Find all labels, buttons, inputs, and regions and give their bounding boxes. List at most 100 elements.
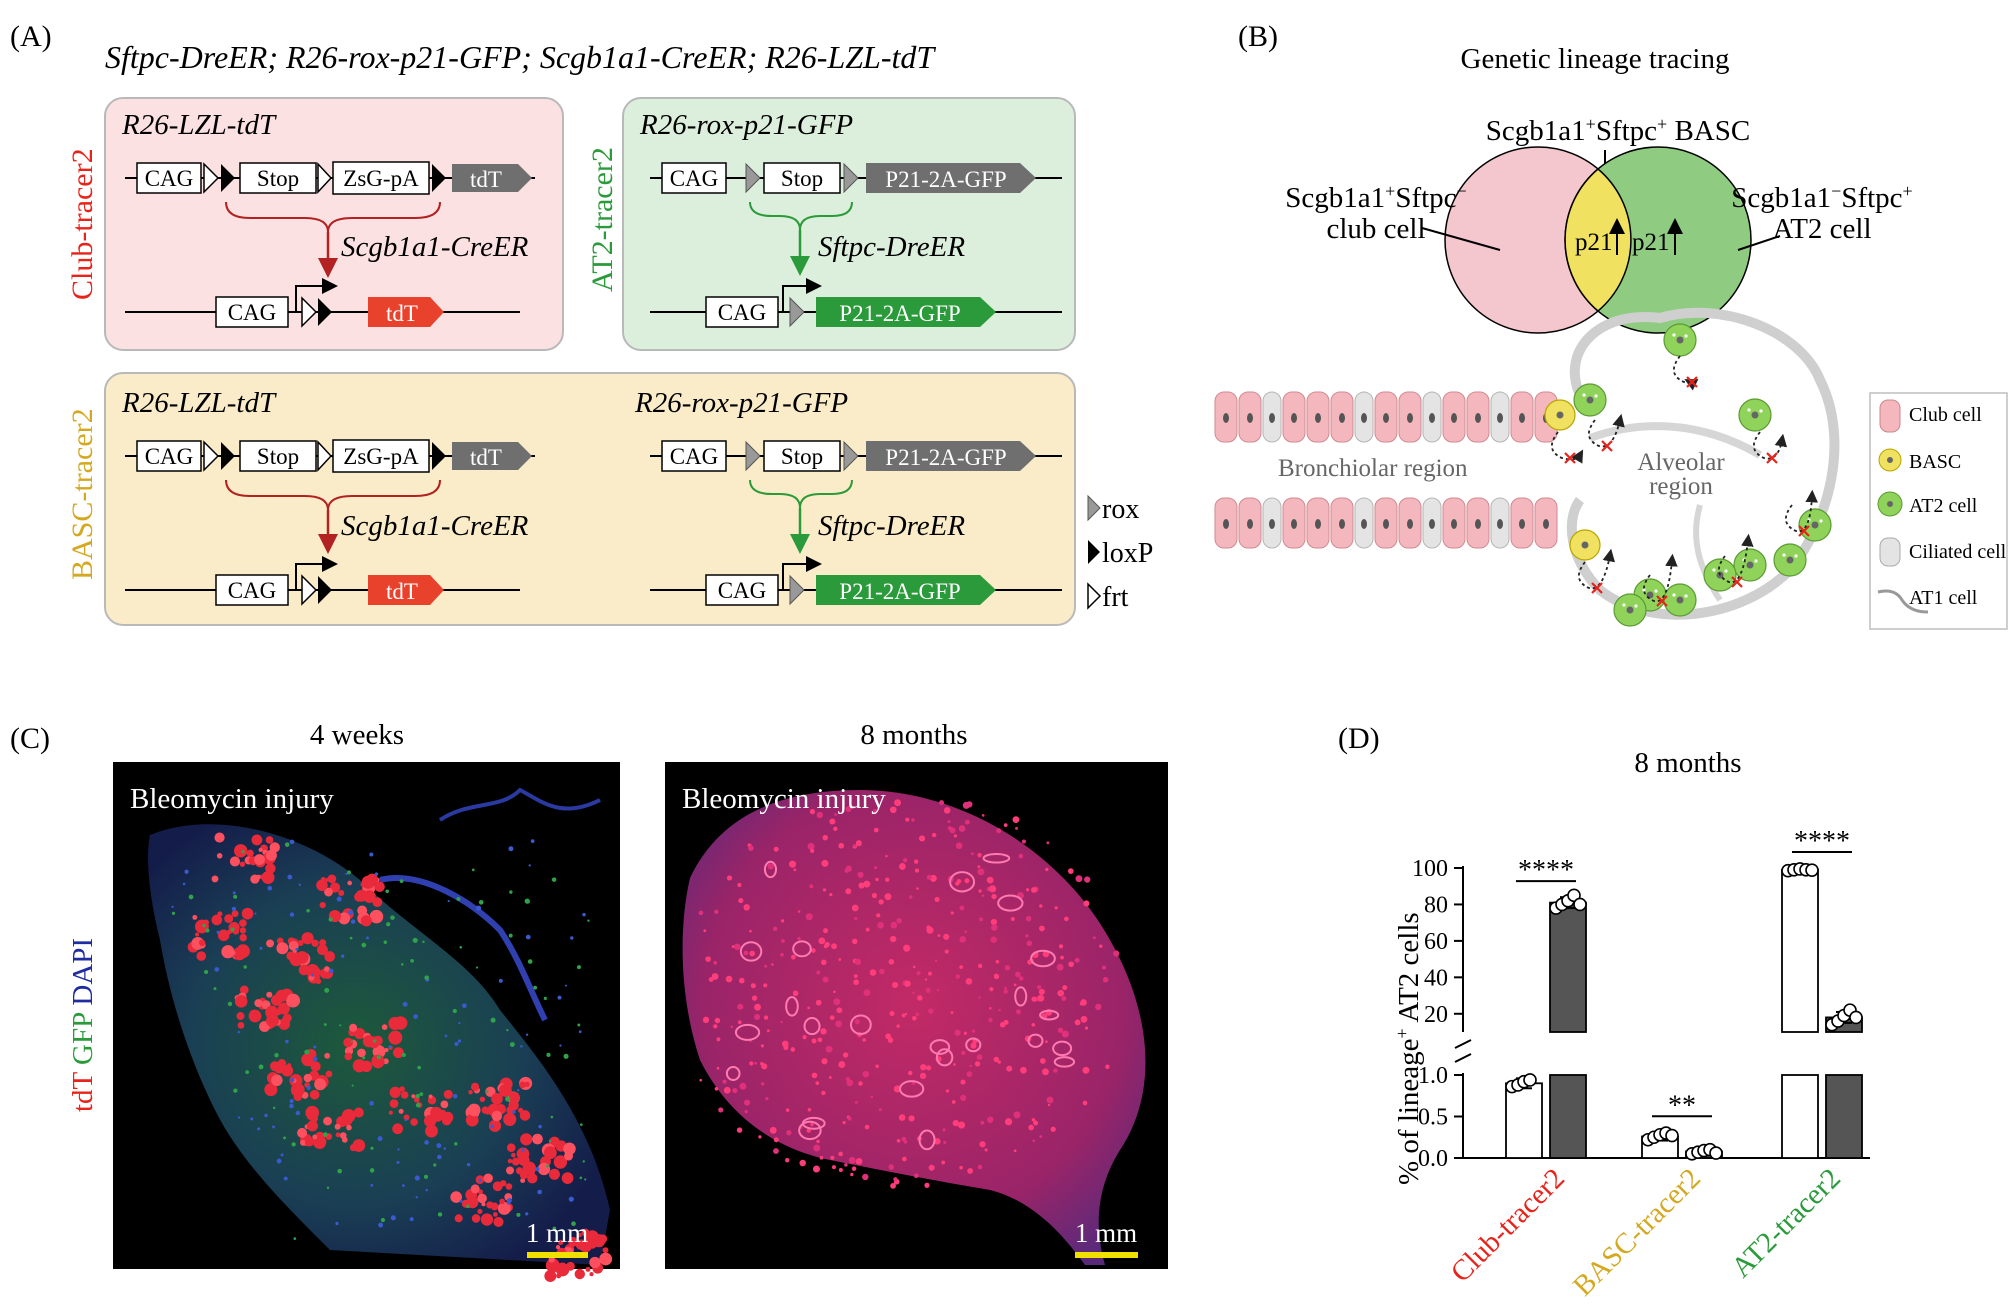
bar-chart: 204060801000.00.51.0****Club-tracer2**BA… <box>1412 826 1870 1302</box>
venn-diagram: p21 p21 <box>1444 146 1752 334</box>
significance-label: **** <box>1794 826 1850 857</box>
panel-a-label: (A) <box>10 20 52 53</box>
at2-venn-label: Scgb1a1−Sftpc+ <box>1731 181 1912 214</box>
basc-cag-1: CAG <box>145 444 194 469</box>
y-tick-label: 60 <box>1424 929 1448 955</box>
p21-basc: p21 <box>1575 229 1613 256</box>
blocked-differentiation-mark <box>1601 440 1613 452</box>
panel-b-title: Genetic lineage tracing <box>1461 43 1730 75</box>
blocked-differentiation-mark <box>1766 452 1778 464</box>
legend-rox: rox <box>1102 494 1139 525</box>
at2-cag-bottom: CAG <box>718 300 767 325</box>
blocked-differentiation-mark <box>1564 452 1576 464</box>
basc-tdt-bottom: tdT <box>386 579 418 604</box>
basc-gfp-top: P21-2A-GFP <box>885 445 1006 470</box>
basc-tracer2-box: BASC-tracer2 R26-LZL-tdT R26-rox-p21-GFP… <box>66 372 1076 626</box>
data-point <box>1523 1073 1537 1087</box>
legend-frt: frt <box>1102 582 1129 613</box>
basc-cre-label: Scgb1a1-CreER <box>341 510 529 542</box>
at2-tracer2-side-label: AT2-tracer2 <box>586 147 619 292</box>
data-point <box>1665 1128 1679 1143</box>
p21-at2: p21 <box>1632 229 1670 256</box>
basc-dre-label: Sftpc-DreER <box>818 510 965 542</box>
blocked-differentiation-mark <box>1798 525 1810 537</box>
at2-venn-label-2: AT2 cell <box>1772 213 1871 245</box>
blocked-differentiation-mark <box>1591 582 1603 594</box>
axis-break <box>1454 1039 1472 1063</box>
club-cre-label: Scgb1a1-CreER <box>341 231 529 263</box>
x-category-label: BASC-tracer2 <box>1567 1162 1707 1302</box>
basc-stop-1: Stop <box>257 444 299 469</box>
bar <box>1549 901 1587 1033</box>
recombinase-site-legend: rox loxP frt <box>1087 494 1153 613</box>
bar-lower-segment <box>1549 1074 1587 1159</box>
basc-stop-2: Stop <box>781 444 823 469</box>
basc-cag-3: CAG <box>670 444 719 469</box>
tdt-clusters-4-weeks <box>171 832 613 1282</box>
airway-schematic: Bronchiolar region Alveolar region <box>1214 307 1840 627</box>
scale-label-2: 1 mm <box>1075 1218 1137 1248</box>
alveolar-cells <box>1544 323 1832 627</box>
bronchiolar-epithelium-lower <box>1214 497 1558 549</box>
bar <box>1781 868 1819 1033</box>
basc-tracer2-side-label: BASC-tracer2 <box>66 408 99 580</box>
alveolar-region-label-2: region <box>1649 473 1713 500</box>
tdt-signal-8-months <box>698 799 1120 1189</box>
club-tdt-bottom: tdT <box>386 301 418 326</box>
club-venn-label-2: club cell <box>1326 213 1425 245</box>
y-tick-label: 20 <box>1424 1002 1448 1028</box>
basc-cag-2: CAG <box>228 578 277 603</box>
at2-cag-top: CAG <box>670 166 719 191</box>
blocked-differentiation-mark <box>1686 376 1698 388</box>
bar-lower-segment <box>1825 1074 1863 1159</box>
basc-venn-label: Scgb1a1+Sftpc+ BASC <box>1486 114 1750 147</box>
y-tick-label: 40 <box>1424 965 1448 991</box>
x-category-label: Club-tracer2 <box>1445 1162 1571 1288</box>
data-point <box>1709 1146 1723 1160</box>
club-tracer2-side-label: Club-tracer2 <box>66 148 99 300</box>
bronchiolar-region-label: Bronchiolar region <box>1278 455 1468 482</box>
club-tdt-top: tdT <box>470 167 502 192</box>
club-stop-label: Stop <box>257 166 299 191</box>
lung-image-4-weeks: Bleomycin injury 1 mm <box>113 762 620 1282</box>
basc-allele-rox: R26-rox-p21-GFP <box>634 387 848 419</box>
bar-lower-segment <box>1781 1074 1819 1159</box>
at2-stop-label: Stop <box>781 166 823 191</box>
basc-allele-lzl: R26-LZL-tdT <box>121 387 277 419</box>
stain-legend: tdT GFP DAPI <box>67 938 99 1112</box>
scale-label-1: 1 mm <box>526 1218 588 1248</box>
svg-text:tdT GFP DAPI: tdT GFP DAPI <box>67 938 99 1112</box>
at2-gfp-top: P21-2A-GFP <box>885 167 1006 192</box>
bar <box>1505 1082 1543 1159</box>
stain-tdt: tdT <box>67 1071 99 1112</box>
x-category-label: AT2-tracer2 <box>1725 1162 1847 1284</box>
lung-image-8-months: Bleomycin injury 1 mm <box>665 762 1168 1269</box>
legend-loxp: loxP <box>1102 538 1153 569</box>
at2-allele-name: R26-rox-p21-GFP <box>639 109 853 141</box>
data-point <box>1805 863 1819 877</box>
club-tracer2-box: Club-tracer2 R26-LZL-tdT CAG Stop ZsG-pA… <box>66 97 564 351</box>
y-tick-label: 0.5 <box>1418 1105 1448 1131</box>
panel-b-label: (B) <box>1238 20 1278 53</box>
panel-c-label: (C) <box>10 722 50 755</box>
injury-label-1: Bleomycin injury <box>130 783 334 815</box>
club-allele-name: R26-LZL-tdT <box>121 109 277 141</box>
club-venn-label: Scgb1a1+Sftpc− <box>1285 181 1466 214</box>
time-8-months: 8 months <box>860 719 967 751</box>
basc-zsg: ZsG-pA <box>343 444 419 469</box>
legend-at2-cell: AT2 cell <box>1909 495 1978 517</box>
at2-dre-label: Sftpc-DreER <box>818 231 965 263</box>
basc-cag-4: CAG <box>718 578 767 603</box>
stain-gfp: GFP <box>67 1013 99 1072</box>
y-tick-label: 80 <box>1424 892 1448 918</box>
panel-d-label: (D) <box>1338 722 1380 755</box>
y-tick-label: 100 <box>1412 856 1448 882</box>
legend-ciliated-cell: Ciliated cell <box>1909 541 2007 563</box>
club-zsg-label: ZsG-pA <box>343 166 419 191</box>
y-tick-label: 1.0 <box>1418 1063 1448 1089</box>
basc-tdt-top: tdT <box>470 445 502 470</box>
legend-club-cell: Club cell <box>1909 404 1982 426</box>
injury-label-2: Bleomycin injury <box>682 783 886 815</box>
time-4-weeks: 4 weeks <box>310 719 404 751</box>
